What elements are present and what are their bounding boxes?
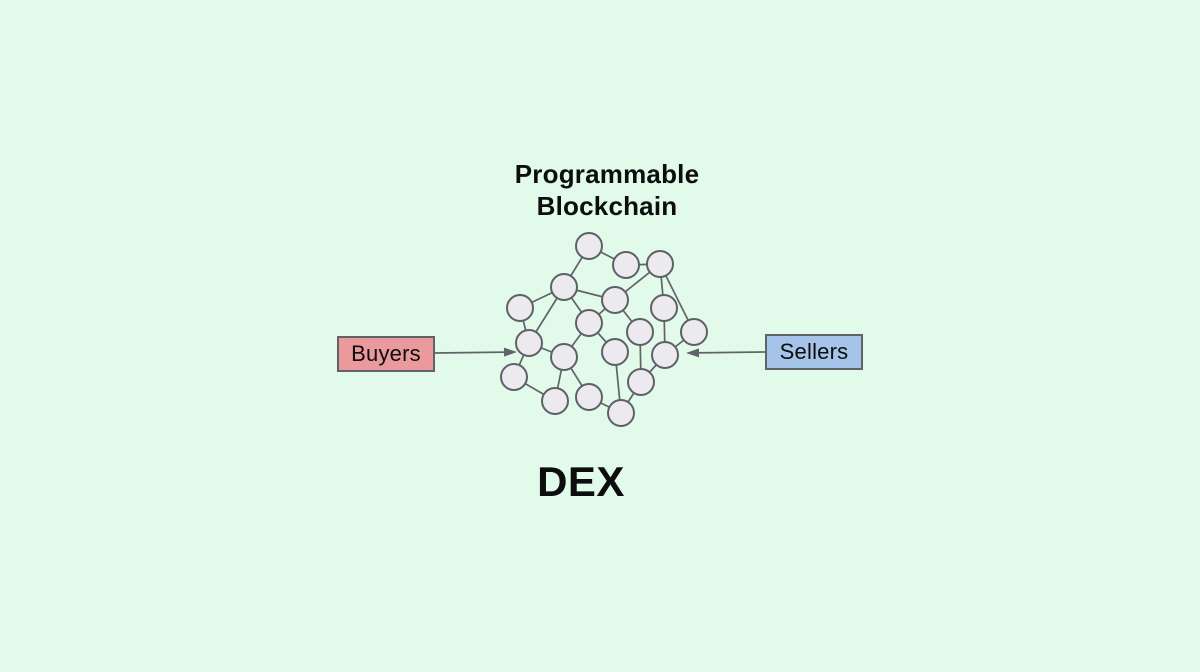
network-node — [506, 294, 534, 322]
buyers-box: Buyers — [337, 336, 435, 372]
flow-arrow-head — [686, 348, 700, 358]
network-node — [627, 368, 655, 396]
flow-arrow-shaft — [695, 351, 766, 354]
diagram-title-line1: Programmable — [514, 159, 700, 189]
diagram-title-line2: Blockchain — [536, 191, 678, 221]
network-node — [601, 286, 629, 314]
network-node — [550, 343, 578, 371]
network-node — [607, 399, 635, 427]
network-node — [575, 232, 603, 260]
sellers-box: Sellers — [765, 334, 863, 370]
network-node — [575, 383, 603, 411]
diagram-title: Programmable Blockchain — [515, 158, 699, 222]
network-node — [550, 273, 578, 301]
network-node — [650, 294, 678, 322]
flow-arrow-shaft — [434, 351, 508, 354]
network-node — [680, 318, 708, 346]
network-node — [515, 329, 543, 357]
buyers-label: Buyers — [351, 341, 421, 366]
network-node — [575, 309, 603, 337]
sellers-label: Sellers — [779, 339, 849, 364]
network-node — [500, 363, 528, 391]
flow-arrow-head — [503, 347, 517, 357]
dex-label: DEX — [537, 458, 625, 505]
network-node — [651, 341, 679, 369]
network-node — [626, 318, 654, 346]
network-node — [646, 250, 674, 278]
network-node — [612, 251, 640, 279]
network-node — [541, 387, 569, 415]
network-node — [601, 338, 629, 366]
